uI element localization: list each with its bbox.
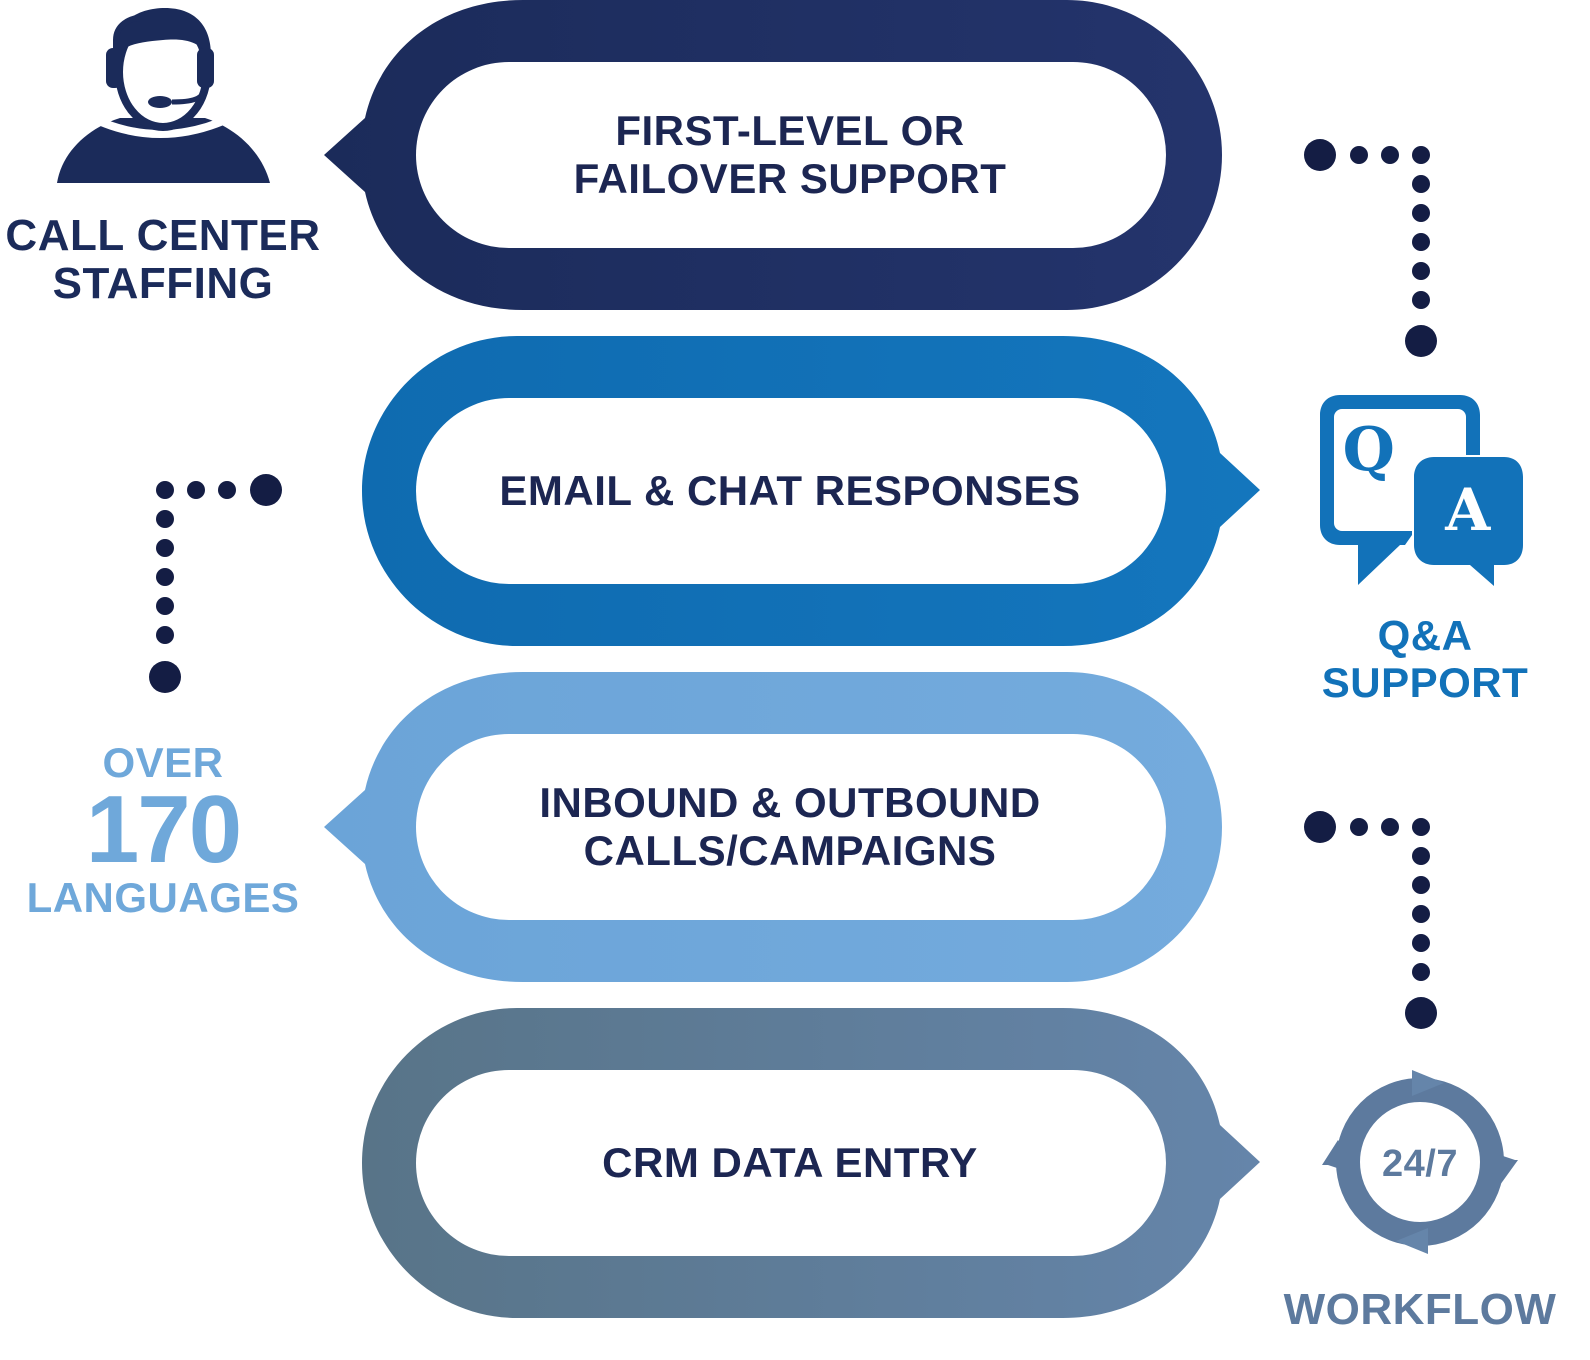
- languages-number: 170: [85, 776, 242, 883]
- qa-letter-q: Q: [1342, 415, 1396, 485]
- call-center-label: CALL CENTER STAFFING: [0, 212, 326, 308]
- bubble-first-level-line1: FIRST-LEVEL OR: [615, 107, 965, 154]
- bubble-inbound-outbound: [324, 672, 1222, 982]
- bubble-crm-data-entry-text: CRM DATA ENTRY: [420, 1070, 1160, 1256]
- languages-word: LANGUAGES: [26, 874, 300, 921]
- headset-agent-icon: [57, 8, 270, 183]
- bubble-crm-data-entry: [362, 1008, 1260, 1318]
- bubble-first-level-line2: FAILOVER SUPPORT: [573, 155, 1007, 202]
- qa-support-line1: Q&A: [1377, 612, 1473, 659]
- workflow-24-7: 24/7: [1382, 1143, 1458, 1185]
- dotted-connector-left: [149, 474, 282, 693]
- bubble-inbound-outbound-line1: INBOUND & OUTBOUND: [539, 779, 1041, 826]
- bubble-inbound-outbound-line2: CALLS/CAMPAIGNS: [583, 827, 997, 874]
- bubble-crm-data-entry-line1: CRM DATA ENTRY: [602, 1139, 978, 1186]
- workflow-label: WORKFLOW: [1283, 1285, 1557, 1334]
- qa-support-label: Q&A SUPPORT: [1300, 612, 1550, 706]
- bubble-first-level: [324, 0, 1222, 310]
- qa-letter-a: A: [1445, 476, 1491, 544]
- bubble-email-chat-text: EMAIL & CHAT RESPONSES: [420, 398, 1160, 584]
- bubble-email-chat-line1: EMAIL & CHAT RESPONSES: [499, 467, 1081, 514]
- bubble-email-chat: [362, 336, 1260, 646]
- qa-chat-icon: [1320, 395, 1523, 586]
- call-center-line2: STAFFING: [52, 259, 274, 308]
- bubble-inbound-outbound-text: INBOUND & OUTBOUND CALLS/CAMPAIGNS: [420, 734, 1160, 920]
- dotted-connector-bottom-right: [1304, 811, 1437, 1029]
- call-center-line1: CALL CENTER: [5, 211, 321, 260]
- cycle-arrows-icon: [1322, 1070, 1518, 1254]
- languages-over: OVER: [102, 739, 224, 786]
- dotted-connector-top-right: [1304, 139, 1437, 357]
- bubble-first-level-text: FIRST-LEVEL OR FAILOVER SUPPORT: [420, 62, 1160, 248]
- qa-support-line2: SUPPORT: [1321, 659, 1529, 706]
- languages-label: OVER 170 LANGUAGES: [0, 740, 326, 922]
